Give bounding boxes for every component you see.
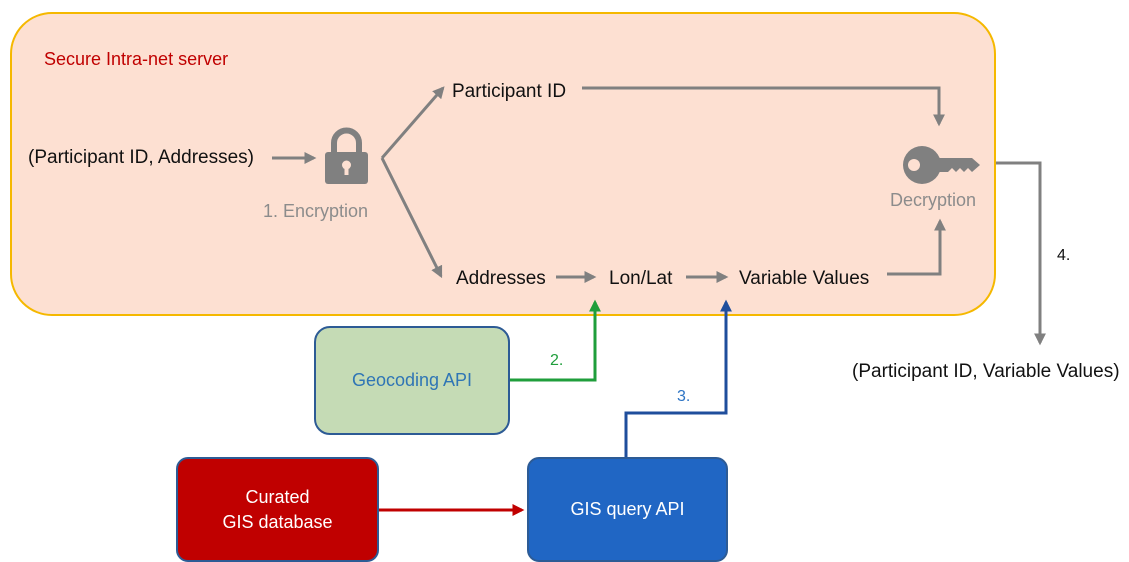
participant-id-label: Participant ID: [452, 81, 567, 102]
decryption-label: Decryption: [890, 190, 977, 210]
arrow-geocoding-to-lonlat: [510, 299, 601, 382]
gis-database-label-line2: GIS database: [222, 511, 333, 532]
gis-query-api-box: GIS query API: [527, 457, 728, 562]
input-label: (Participant ID, Addresses): [28, 147, 254, 168]
step-2-label: 2.: [550, 352, 564, 369]
lock-icon: [325, 127, 368, 184]
addresses-label: Addresses: [456, 268, 546, 289]
geocoding-api-box: Geocoding API: [314, 326, 510, 435]
step-3-label: 3.: [677, 388, 691, 405]
gis-query-api-label: GIS query API: [570, 499, 685, 520]
geocoding-api-label: Geocoding API: [351, 370, 473, 391]
arrow-encryption-to-addresses: [380, 157, 443, 279]
secure-server-region: [10, 12, 996, 316]
arrow-variable-values-to-decryption: [887, 218, 946, 276]
gis-database-label-line1: Curated: [245, 487, 310, 508]
arrow-decryption-to-output: [996, 161, 1046, 346]
variable-values-label: Variable Values: [739, 268, 870, 289]
server-title: Secure Intra-net server: [44, 49, 229, 69]
output-label: (Participant ID, Variable Values): [852, 361, 1120, 382]
lonlat-label: Lon/Lat: [609, 268, 673, 289]
encryption-label: 1. Encryption: [263, 201, 369, 221]
arrow-gis-query-to-variable-values: [624, 299, 732, 457]
arrow-participant-id-to-decryption: [582, 86, 945, 127]
arrow-encryption-to-participant-id: [380, 86, 445, 159]
curated-gis-database-box: Curated GIS database: [176, 457, 379, 562]
step-4-label: 4.: [1057, 247, 1071, 264]
key-icon: [903, 146, 980, 184]
